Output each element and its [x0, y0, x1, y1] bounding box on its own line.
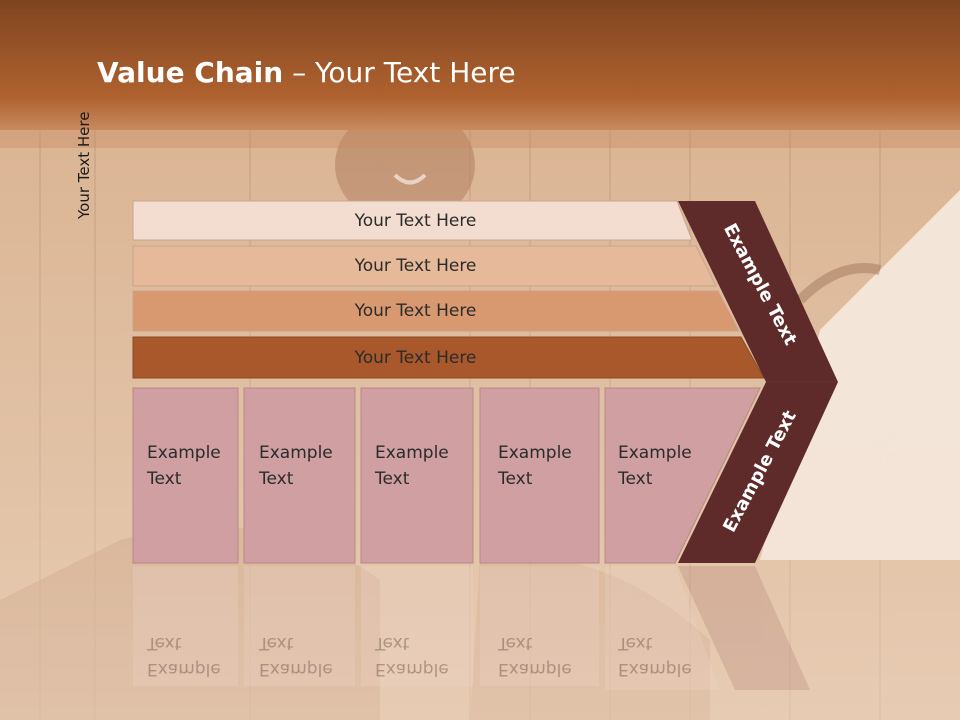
band-shape-2 [132, 245, 717, 287]
box-1-line1: Example [147, 443, 221, 463]
band-shape-1 [132, 200, 693, 241]
box-1-line2: Text [147, 469, 182, 489]
box-5-refl-line2: Text [618, 633, 653, 653]
box-2-line2: Text [259, 469, 294, 489]
box-4-line2: Text [498, 469, 533, 489]
reflection [133, 566, 810, 690]
box-2-refl-line1: Example [259, 659, 333, 679]
box-shape-1 [132, 387, 239, 564]
box-3-line1: Example [375, 443, 449, 463]
box-shape-3 [360, 387, 474, 564]
box-3-reflection: Example Text [375, 630, 449, 682]
box-shape-2 [243, 387, 356, 564]
box-shape-4 [479, 387, 600, 564]
box-3-line2: Text [375, 469, 410, 489]
band-shape-4 [132, 336, 765, 379]
box-2-line1: Example [259, 443, 333, 463]
title-rest: – Your Text Here [283, 56, 516, 89]
title-bold: Value Chain [97, 56, 284, 89]
slide-title: Value Chain – Your Text Here [97, 56, 516, 89]
box-2-refl-line2: Text [259, 633, 294, 653]
box-5-line1: Example [618, 443, 692, 463]
box-3-refl-line1: Example [375, 659, 449, 679]
box-4-line1: Example [498, 443, 572, 463]
chevron-shape [678, 201, 838, 563]
box-1-refl-line2: Text [147, 633, 182, 653]
band-3-label: Your Text Here [354, 301, 477, 321]
box-5-refl-line1: Example [618, 659, 692, 679]
band-4-label: Your Text Here [354, 347, 477, 368]
box-5-reflection: Example Text [618, 630, 692, 682]
box-1-reflection: Example Text [147, 630, 221, 682]
box-4-reflection: Example Text [498, 630, 572, 682]
box-3-refl-line2: Text [375, 633, 410, 653]
band-1-label: Your Text Here [354, 210, 477, 231]
band-shape-3 [132, 290, 740, 332]
box-4-refl-line1: Example [498, 659, 572, 679]
box-5-line2: Text [618, 469, 653, 489]
box-shape-5 [604, 387, 761, 564]
band-2-label: Your Text Here [354, 256, 477, 276]
box-1-refl-line1: Example [147, 659, 221, 679]
box-4-refl-line2: Text [498, 633, 533, 653]
box-2-reflection: Example Text [259, 630, 333, 682]
